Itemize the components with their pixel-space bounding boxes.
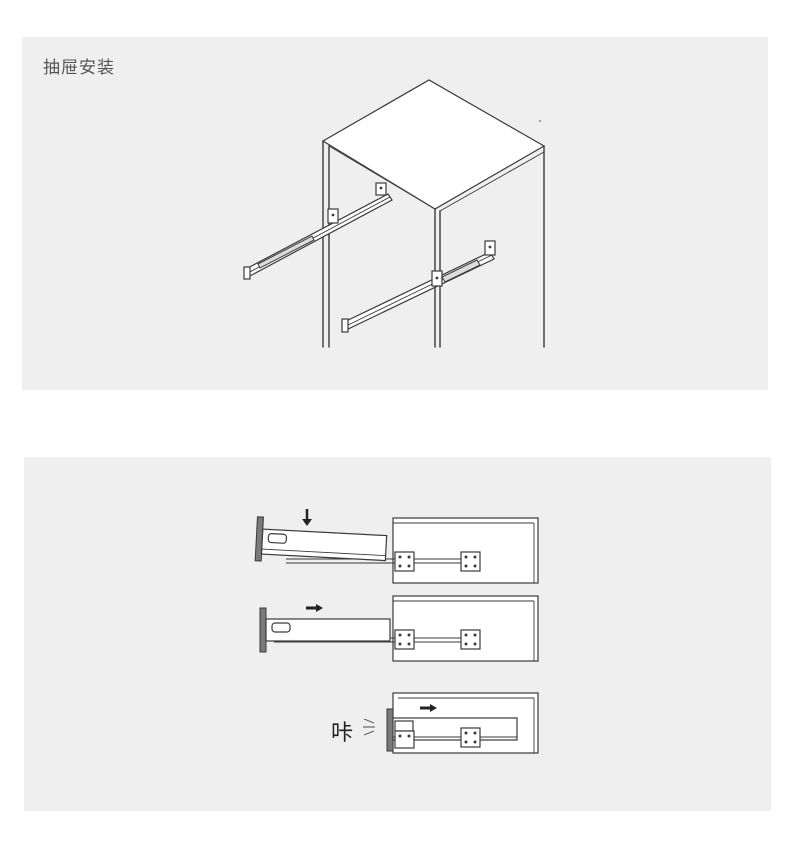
lock-clip-2a [394,629,415,650]
right-arrow-icon [306,604,323,612]
cabinet-diagram [243,79,546,348]
installation-panel: 抽屉安装 [22,37,768,390]
right-drawer-slide [341,240,496,333]
left-slide-end [243,266,251,280]
click-sound-lines [363,718,375,736]
section-title: 抽屉安装 [43,58,115,77]
drawer-handle-2 [271,622,291,633]
right-arrow-icon [420,704,437,712]
cabinet-top [321,79,546,210]
drawer-handle-3 [394,720,414,732]
step-3 [363,692,539,754]
drawer-body-2 [265,618,391,642]
lock-clip-2b [460,629,481,650]
right-slide-end [341,318,349,333]
cabinet-box-2 [392,595,539,662]
drawer-steps-panel: 咔 [24,457,771,811]
step-1 [254,509,539,584]
drawer-handle-1 [267,532,288,544]
lock-clip-1a [394,551,415,572]
left-drawer-slide [243,182,393,280]
lock-clip-3a [394,730,415,749]
cabinet-box-1 [392,517,539,584]
drawer-steps-diagram [254,509,539,754]
lock-clip-3b [460,727,481,748]
drawer-front-2 [259,607,267,653]
step-2 [259,595,539,662]
click-sound-text: 咔 [331,720,354,745]
drawer-body-3 [392,717,518,741]
lock-clip-1b [460,551,481,572]
down-arrow-icon [302,509,312,526]
drawer-body-1 [260,528,388,562]
drawer-front-3 [386,708,394,752]
